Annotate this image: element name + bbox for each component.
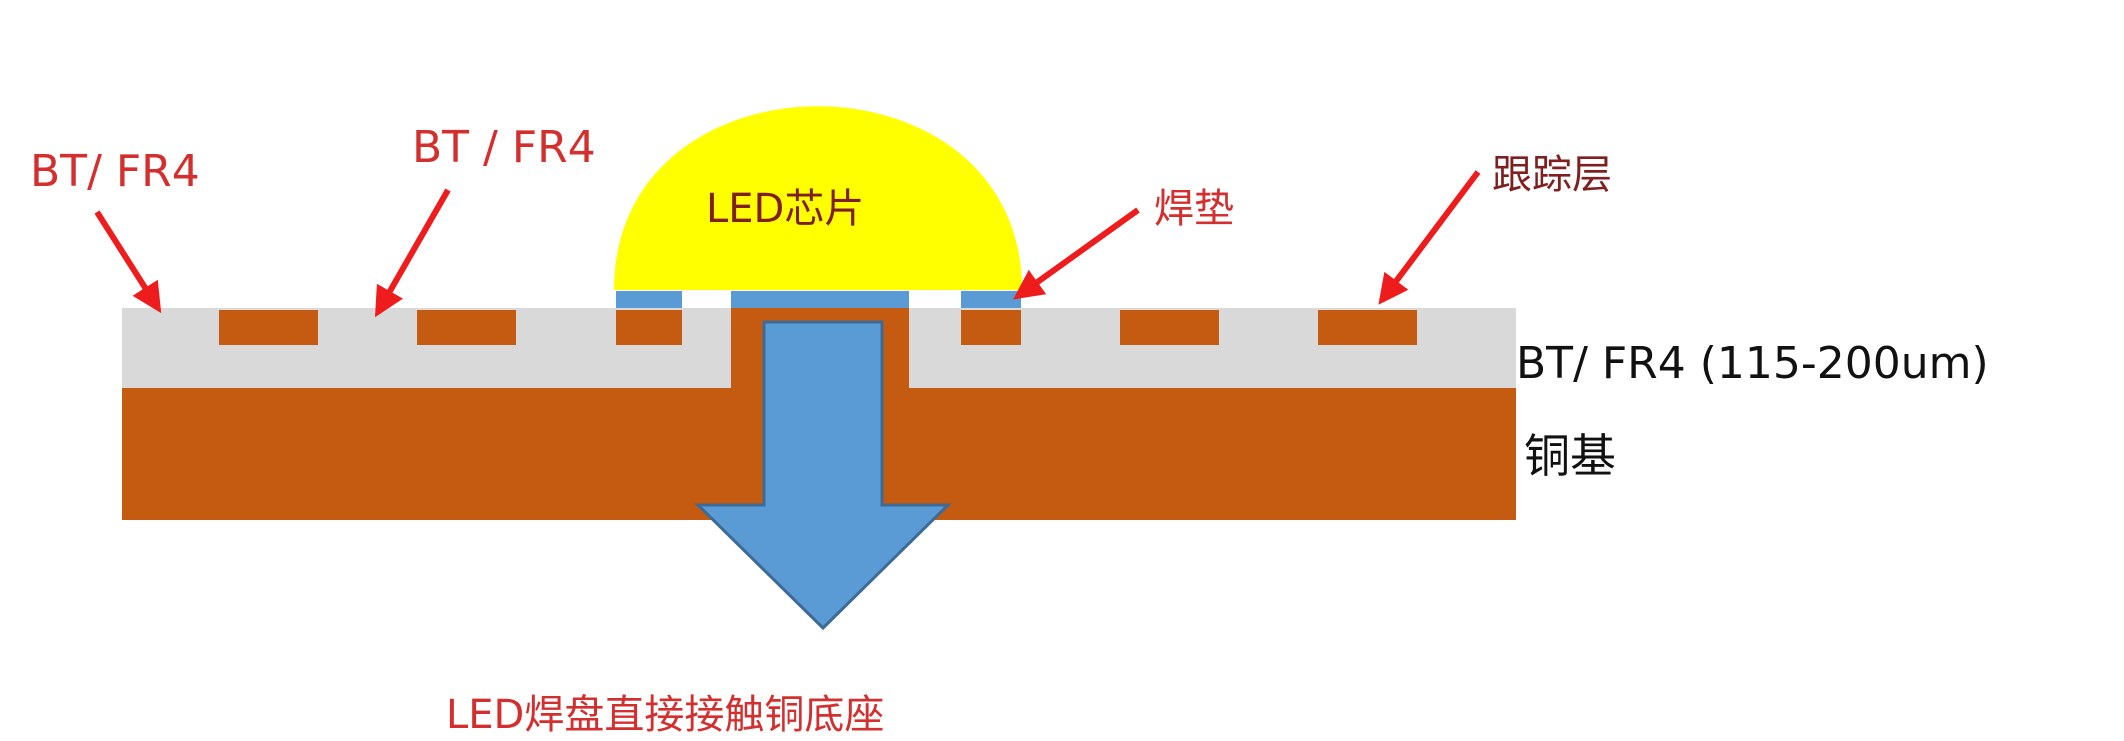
- label-bt-fr4-mid: BT / FR4: [412, 122, 596, 173]
- callout-arrow-bt-fr4-mid: [375, 188, 451, 318]
- trace-segment: [961, 310, 1021, 345]
- callout-arrow-solder-pad: [1013, 207, 1140, 300]
- solder-pad-right: [961, 291, 1021, 308]
- label-bt-fr4-layer: BT/ FR4 (115-200um): [1516, 338, 1989, 389]
- label-copper-base: 铜基: [1524, 429, 1616, 483]
- trace-segment: [1318, 310, 1417, 345]
- trace-segment: [417, 310, 516, 345]
- solder-pad-center: [731, 291, 909, 308]
- label-led-chip: LED芯片: [706, 186, 864, 232]
- callout-arrow-trace-layer: [1378, 170, 1481, 305]
- trace-segment: [1120, 310, 1219, 345]
- label-solder-pad: 焊垫: [1154, 186, 1234, 232]
- label-trace-layer: 跟踪层: [1492, 152, 1612, 198]
- heat-flow-arrow: [694, 320, 952, 631]
- trace-segment: [219, 310, 318, 345]
- led-chip-dome: [614, 106, 1022, 290]
- callout-arrow-bt-fr4-left: [94, 210, 162, 314]
- label-bt-fr4-left: BT/ FR4: [30, 146, 200, 197]
- diagram-caption: LED焊盘直接接触铜底座: [446, 692, 884, 738]
- trace-segment: [616, 310, 682, 345]
- solder-pad-left: [616, 291, 682, 308]
